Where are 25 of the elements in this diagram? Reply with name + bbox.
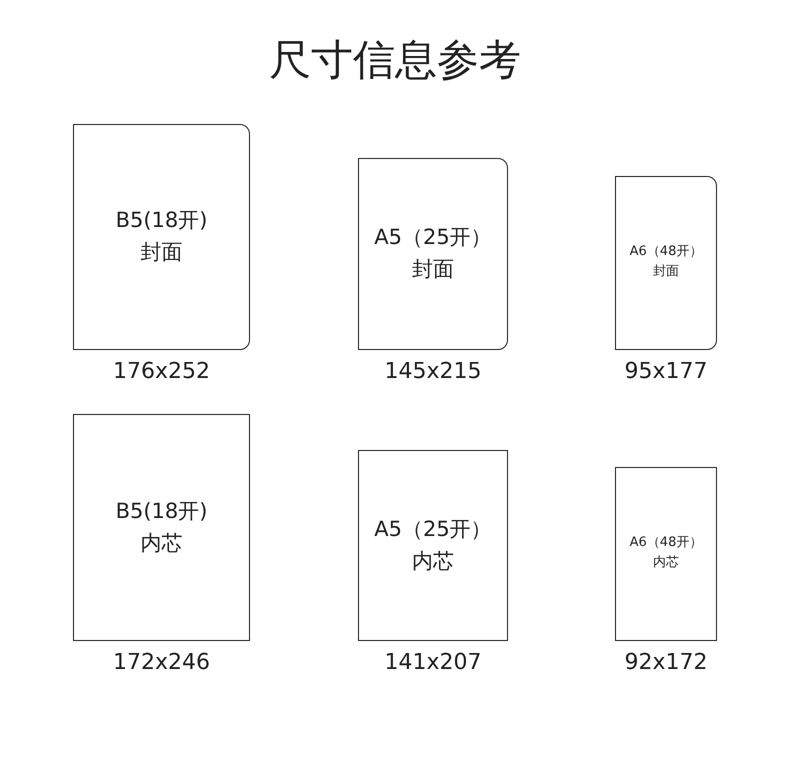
page-outline xyxy=(73,414,250,641)
part-label: 内芯 xyxy=(411,548,455,574)
part-label: 封面 xyxy=(411,256,455,283)
format-label: A5（25开） xyxy=(373,516,493,542)
title: 尺寸信息参考 xyxy=(268,34,522,86)
size-label: 176x252 xyxy=(112,358,211,386)
page-outline xyxy=(615,467,717,641)
size-label: 95x177 xyxy=(623,358,708,386)
part-label: 封面 xyxy=(140,239,184,266)
size-label: 141x207 xyxy=(383,649,482,677)
size-label: 92x172 xyxy=(623,649,708,677)
format-label: A6（48开） xyxy=(628,534,704,552)
part-label: 内芯 xyxy=(652,554,680,572)
part-label: 封面 xyxy=(652,263,680,281)
cover-outline xyxy=(73,124,250,350)
format-label: A6（48开） xyxy=(628,243,704,261)
format-label: B5(18开) xyxy=(114,207,208,234)
cover-outline xyxy=(358,158,508,350)
cover-outline xyxy=(615,176,717,350)
size-label: 172x246 xyxy=(112,649,211,677)
format-label: A5（25开） xyxy=(373,224,493,251)
size-label: 145x215 xyxy=(383,358,482,386)
format-label: B5(18开) xyxy=(114,498,208,524)
part-label: 内芯 xyxy=(140,530,184,556)
page-outline xyxy=(358,450,508,641)
